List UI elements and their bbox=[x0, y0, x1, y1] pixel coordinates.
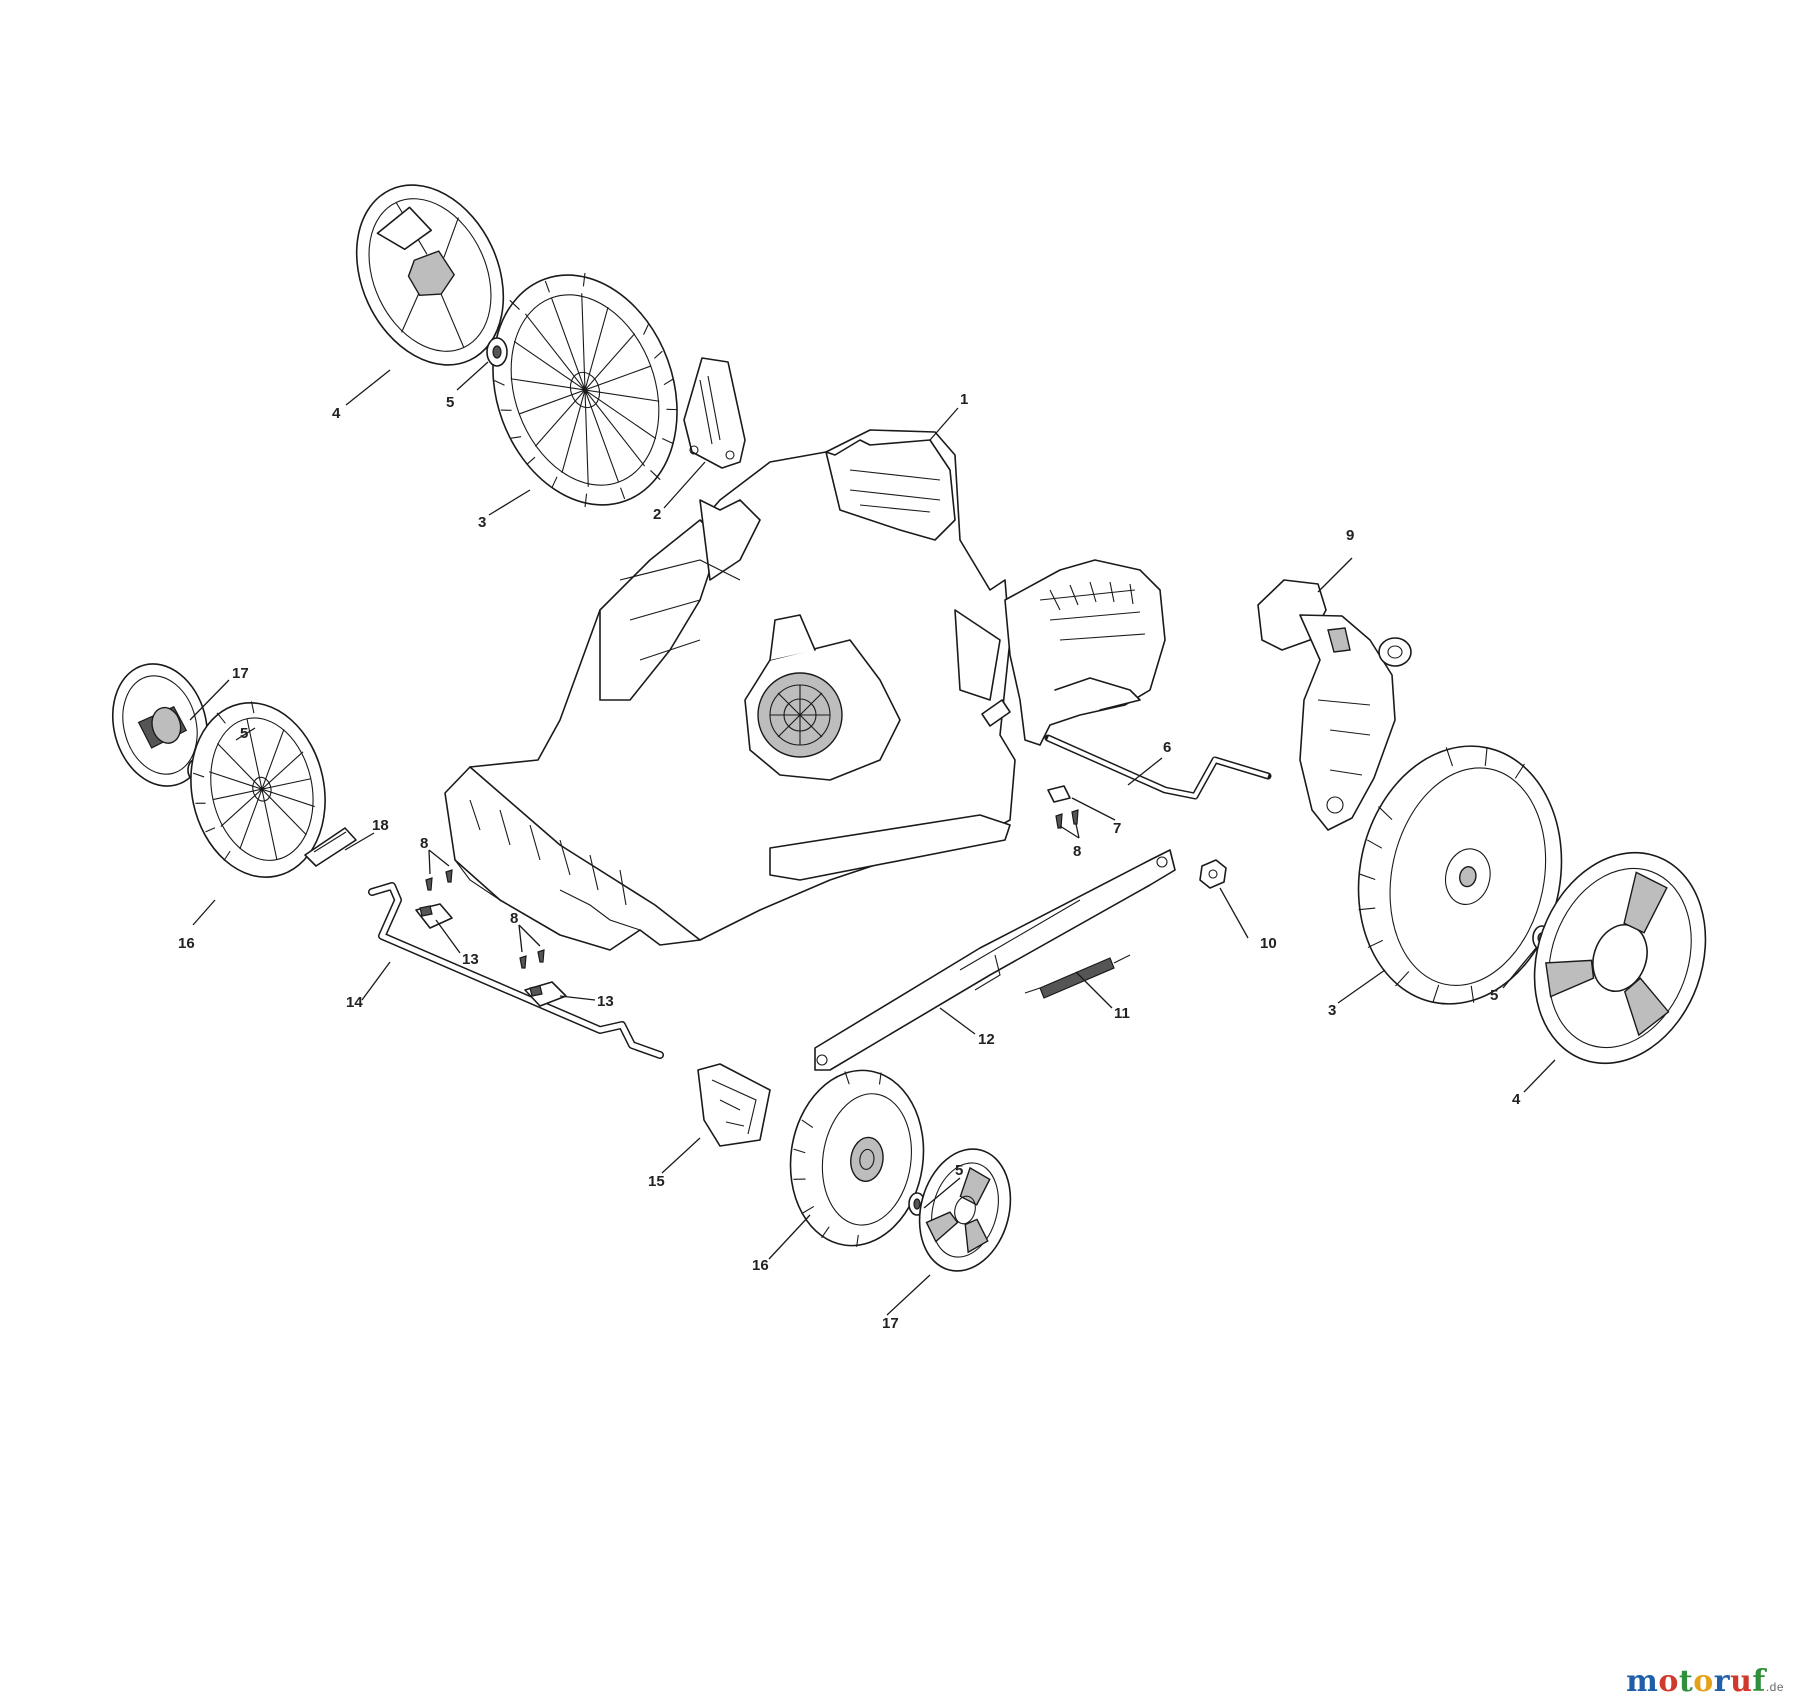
callout-8-right: 8 bbox=[1073, 843, 1081, 860]
brand-letter: r bbox=[1713, 1664, 1731, 1699]
callout-5-bottom: 5 bbox=[955, 1162, 963, 1179]
rear-wheel-right bbox=[1357, 745, 1563, 1005]
height-adjust-lever bbox=[814, 849, 1176, 1071]
rear-flap bbox=[1004, 559, 1166, 746]
brand-letter: t bbox=[1678, 1664, 1694, 1699]
front-wheel-bottom bbox=[789, 1069, 925, 1247]
brand-letter: f bbox=[1752, 1664, 1766, 1699]
callout-2: 2 bbox=[653, 506, 661, 523]
axle-holder-1 bbox=[415, 903, 453, 929]
callout-4-left: 4 bbox=[332, 405, 341, 422]
front-wheel-bracket bbox=[697, 1063, 771, 1147]
washer-top bbox=[486, 337, 508, 367]
callout-4-right: 4 bbox=[1512, 1091, 1521, 1108]
callout-7: 7 bbox=[1113, 820, 1121, 837]
screws-left-1 bbox=[425, 869, 453, 891]
callout-8-left-top: 8 bbox=[420, 835, 428, 852]
callout-17-bottom: 17 bbox=[882, 1315, 899, 1332]
screws-right bbox=[1055, 809, 1079, 829]
callout-labels: 1 2 3 3 4 4 5 5 5 5 6 7 8 8 8 9 10 11 12… bbox=[178, 391, 1521, 1332]
watermark-logo: motoruf.de bbox=[1626, 1664, 1784, 1699]
screws-left-2 bbox=[519, 949, 545, 969]
callout-16-left: 16 bbox=[178, 935, 195, 952]
tension-spring bbox=[1024, 954, 1131, 999]
callout-18: 18 bbox=[372, 817, 389, 834]
front-wheel-left bbox=[190, 701, 326, 878]
height-adjust-bracket bbox=[683, 357, 746, 469]
axle-holder-2 bbox=[524, 981, 567, 1007]
callout-14: 14 bbox=[346, 994, 363, 1011]
callout-9: 9 bbox=[1346, 527, 1354, 544]
callout-13-top: 13 bbox=[462, 951, 479, 968]
callout-5-right: 5 bbox=[1490, 987, 1498, 1004]
axle-clip bbox=[304, 827, 357, 867]
front-axle bbox=[368, 882, 664, 1059]
hub-cap-front-left bbox=[111, 663, 209, 787]
callout-8-left-bottom: 8 bbox=[510, 910, 518, 927]
clip-plate bbox=[1047, 785, 1071, 803]
callout-5-left: 5 bbox=[240, 725, 248, 742]
brand-letter: m bbox=[1626, 1664, 1659, 1699]
hub-cap-rear-right bbox=[1533, 851, 1707, 1065]
callout-3-left: 3 bbox=[478, 514, 486, 531]
rear-wheel-left bbox=[492, 272, 678, 508]
callout-1: 1 bbox=[960, 391, 968, 408]
callout-3-right: 3 bbox=[1328, 1002, 1336, 1019]
callout-13-bottom: 13 bbox=[597, 993, 614, 1010]
brand-letter: o bbox=[1658, 1664, 1679, 1699]
callout-5-top: 5 bbox=[446, 394, 454, 411]
callout-15: 15 bbox=[648, 1173, 665, 1190]
brand-letter: u bbox=[1730, 1664, 1753, 1699]
callout-10: 10 bbox=[1260, 935, 1277, 952]
leader-lines bbox=[189, 361, 1556, 1316]
height-adjust-axle bbox=[1044, 734, 1272, 800]
nut bbox=[1199, 859, 1227, 889]
callout-17-left: 17 bbox=[232, 665, 249, 682]
hub-cap-rear-left bbox=[355, 184, 505, 366]
brand-letter: o bbox=[1693, 1664, 1714, 1699]
callout-6: 6 bbox=[1163, 739, 1171, 756]
hub-cap-front-bottom bbox=[918, 1148, 1012, 1272]
callout-11: 11 bbox=[1114, 1005, 1130, 1022]
callout-16-bottom: 16 bbox=[752, 1257, 769, 1274]
watermark-tld: .de bbox=[1765, 1680, 1784, 1694]
callout-12: 12 bbox=[978, 1031, 995, 1048]
deck-housing bbox=[444, 429, 1016, 951]
hinge-bracket bbox=[1257, 579, 1412, 831]
